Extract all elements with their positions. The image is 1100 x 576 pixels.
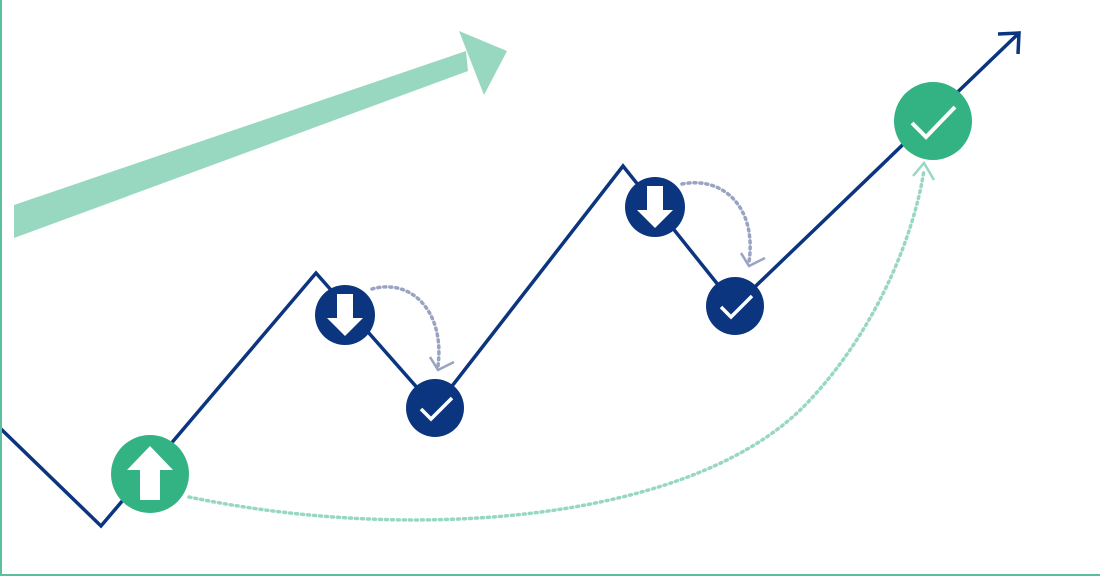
- recovered-marker-1: [406, 379, 464, 437]
- frame-bottom-border: [0, 574, 1100, 576]
- drop-marker-2: [625, 177, 685, 237]
- drop-marker-1: [315, 285, 375, 345]
- check-icon: [719, 294, 754, 320]
- goal-marker: [894, 82, 972, 160]
- arrow-down-icon: [327, 294, 363, 336]
- check-icon: [910, 105, 957, 140]
- long-term-growth-curve: [187, 168, 926, 522]
- frame-left-border: [0, 0, 2, 576]
- curve-arrowhead-icon: [912, 160, 936, 181]
- check-icon: [419, 396, 454, 422]
- arrow-down-icon: [637, 186, 673, 228]
- curve-arrowhead-icon: [739, 252, 766, 268]
- start-up-marker: [111, 435, 189, 513]
- curve-arrowhead-icon: [428, 356, 455, 372]
- trend-up-arrow-icon: [14, 31, 507, 238]
- drop-recovery-curve-1: [370, 285, 441, 368]
- arrow-up-icon: [127, 446, 173, 500]
- recovered-marker-2: [706, 277, 764, 335]
- drop-recovery-curve-2: [680, 181, 752, 264]
- trend-line-arrowhead-icon: [997, 31, 1021, 55]
